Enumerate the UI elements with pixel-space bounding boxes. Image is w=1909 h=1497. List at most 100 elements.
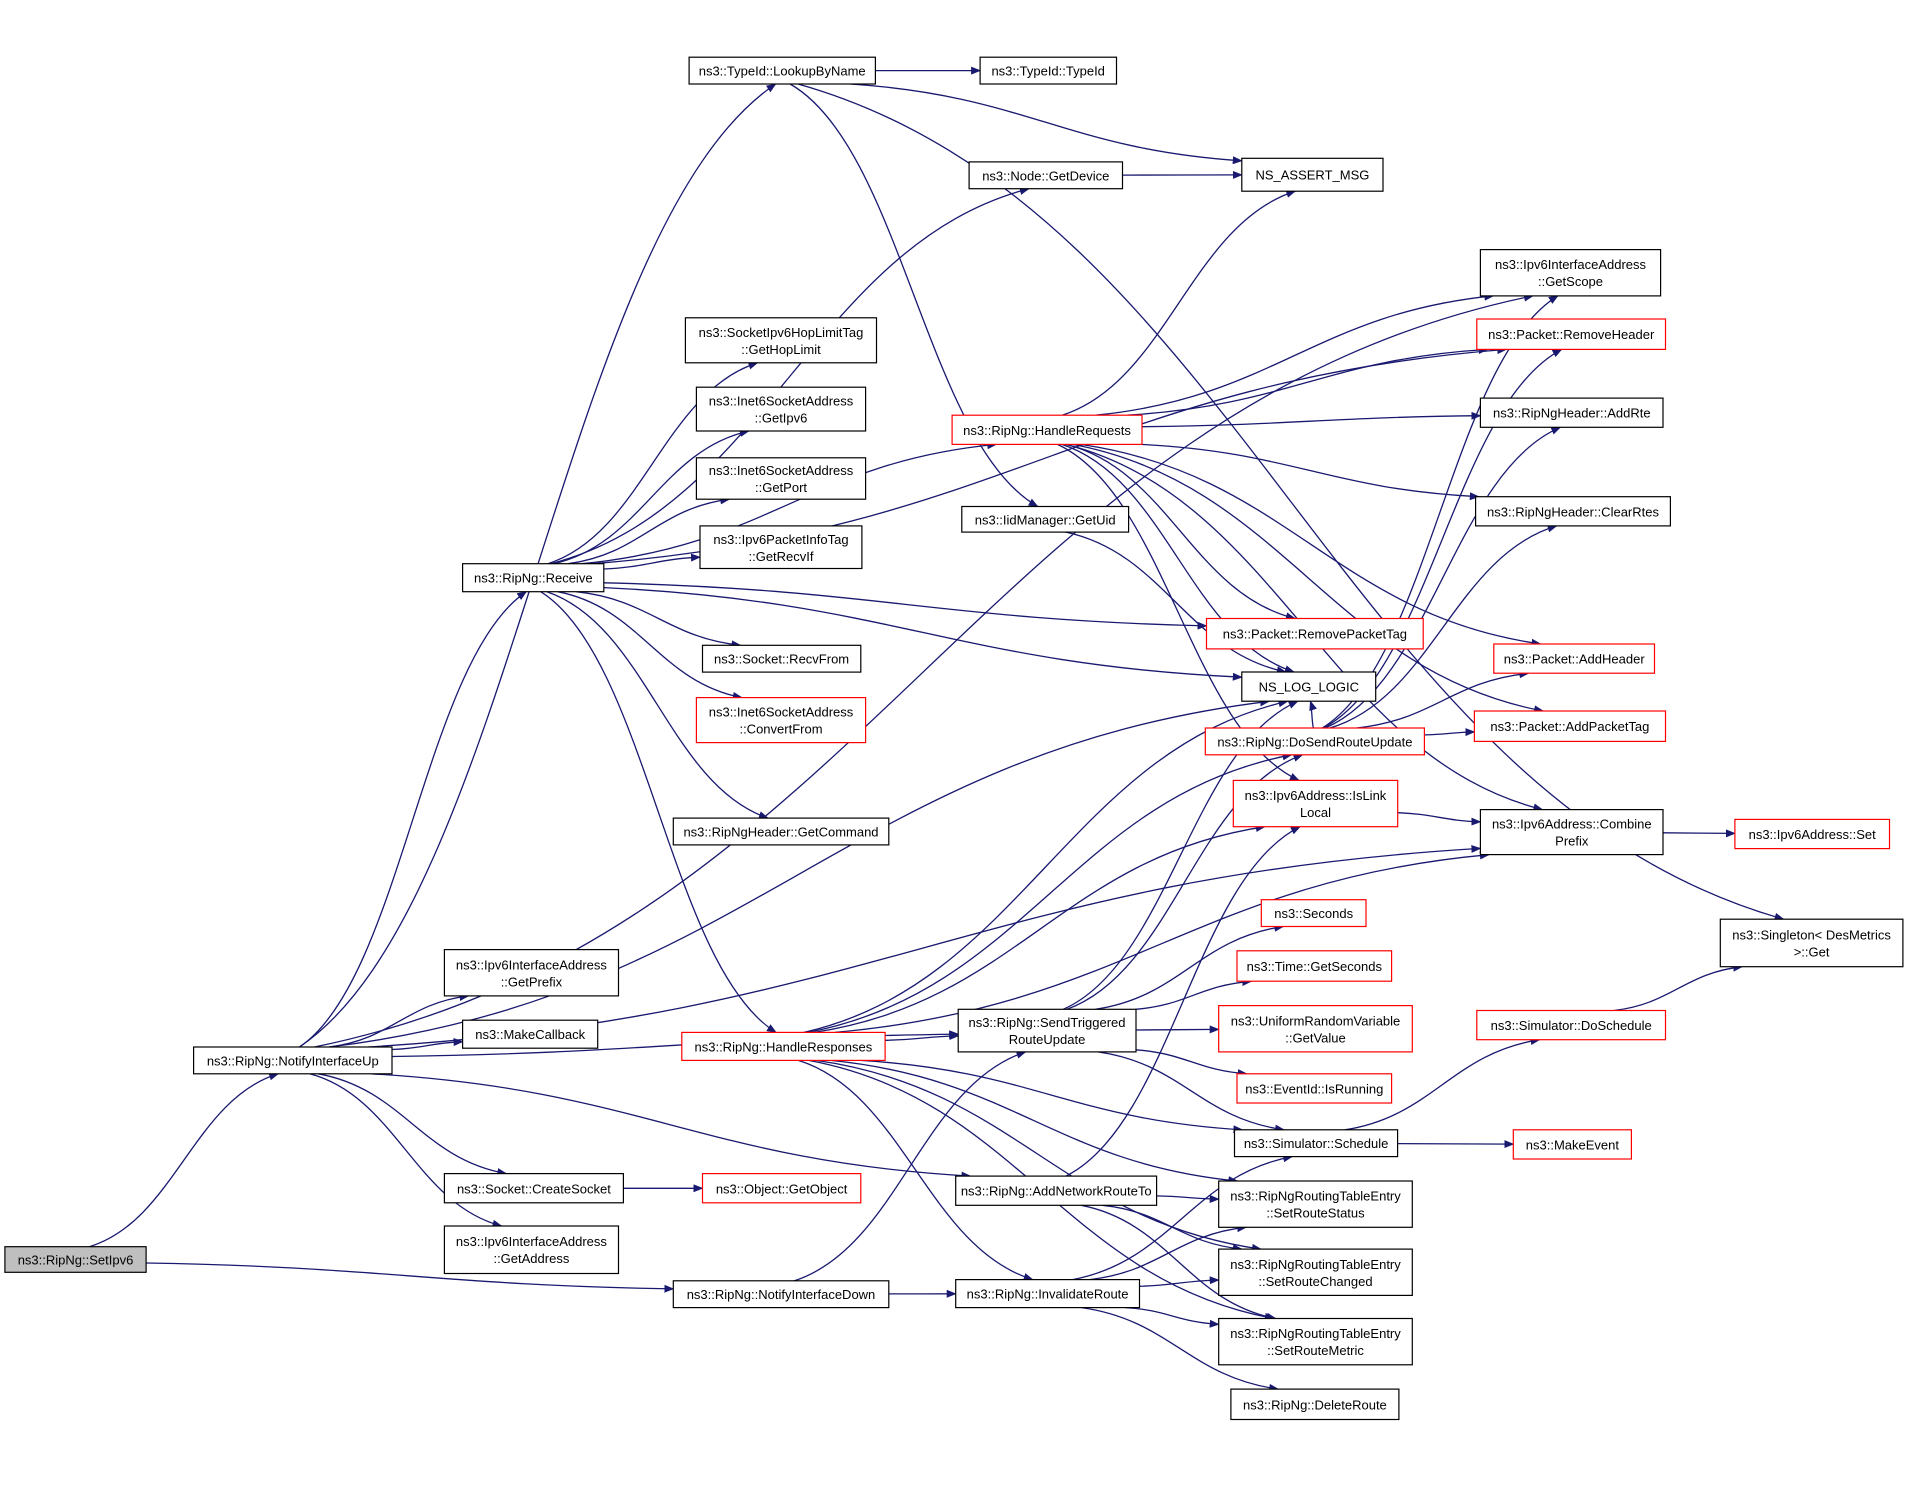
node-label: ns3::TypeId::LookupByName bbox=[699, 64, 866, 79]
function-node-singleton[interactable]: ns3::Singleton< DesMetrics>::Get bbox=[1719, 918, 1904, 968]
function-node-recvfrom[interactable]: ns3::Socket::RecvFrom bbox=[701, 644, 862, 673]
call-edge-dosend-to-addpackettag bbox=[1424, 728, 1476, 737]
node-label: ::SetRouteChanged bbox=[1258, 1274, 1372, 1289]
function-node-dosend[interactable]: ns3::RipNg::DoSendRouteUpdate bbox=[1204, 727, 1426, 756]
function-node-addnetroute[interactable]: ns3::RipNg::AddNetworkRouteTo bbox=[955, 1175, 1158, 1206]
node-label: ns3::RipNg::SendTriggered bbox=[968, 1015, 1125, 1030]
node-label: ns3::RipNgHeader::GetCommand bbox=[683, 825, 878, 840]
call-edge-setipv6-to-notifydown bbox=[146, 1262, 675, 1293]
call-edge-sendtrig-to-isrunning bbox=[1135, 1049, 1248, 1078]
function-node-timegetsec[interactable]: ns3::Time::GetSeconds bbox=[1236, 950, 1393, 982]
call-edge-notifydown-to-sendtrig bbox=[794, 1050, 1027, 1282]
function-node-getprefix[interactable]: ns3::Ipv6InterfaceAddress::GetPrefix bbox=[443, 948, 620, 997]
node-label: ns3::Packet::RemoveHeader bbox=[1488, 327, 1655, 342]
function-node-invalidate[interactable]: ns3::RipNg::InvalidateRoute bbox=[955, 1278, 1141, 1309]
node-box bbox=[1236, 950, 1393, 982]
function-node-nslog[interactable]: NS_LOG_LOGIC bbox=[1241, 671, 1377, 702]
node-label: ns3::Simulator::DoSchedule bbox=[1491, 1018, 1652, 1033]
function-node-assert[interactable]: NS_ASSERT_MSG bbox=[1241, 157, 1384, 192]
node-label: ns3::Ipv6InterfaceAddress bbox=[456, 957, 608, 972]
function-node-getcommand[interactable]: ns3::RipNgHeader::GetCommand bbox=[672, 817, 890, 846]
function-node-getipv6[interactable]: ns3::Inet6SocketAddress::GetIpv6 bbox=[695, 386, 867, 432]
function-node-schedule[interactable]: ns3::Simulator::Schedule bbox=[1233, 1129, 1399, 1158]
node-label: ns3::Ipv6Address::Set bbox=[1749, 827, 1877, 842]
node-label: ns3::Ipv6InterfaceAddress bbox=[456, 1234, 608, 1249]
node-label: ns3::RipNg::NotifyInterfaceUp bbox=[207, 1053, 379, 1068]
node-box bbox=[443, 1225, 620, 1275]
function-node-lookup[interactable]: ns3::TypeId::LookupByName bbox=[688, 56, 876, 85]
node-label: ::SetRouteMetric bbox=[1267, 1343, 1364, 1358]
function-node-getobject[interactable]: ns3::Object::GetObject bbox=[701, 1172, 862, 1204]
function-node-addheader[interactable]: ns3::Packet::AddHeader bbox=[1493, 643, 1656, 674]
node-box bbox=[1230, 1388, 1400, 1421]
function-node-doschedule[interactable]: ns3::Simulator::DoSchedule bbox=[1476, 1009, 1667, 1041]
function-node-uid[interactable]: ns3::IidManager::GetUid bbox=[961, 505, 1130, 533]
node-label: ns3::IidManager::GetUid bbox=[975, 512, 1116, 527]
function-node-makeevent[interactable]: ns3::MakeEvent bbox=[1512, 1129, 1633, 1160]
node-label: ::GetRecvIf bbox=[748, 549, 813, 564]
function-node-uniform[interactable]: ns3::UniformRandomVariable::GetValue bbox=[1218, 1004, 1413, 1053]
function-node-notifyup[interactable]: ns3::RipNg::NotifyInterfaceUp bbox=[193, 1046, 393, 1075]
call-edge-schedule-to-doschedule bbox=[1344, 1037, 1541, 1131]
node-label: ::GetAddress bbox=[493, 1251, 569, 1266]
node-label: ns3::RipNg::DeleteRoute bbox=[1243, 1397, 1387, 1412]
call-edge-invalidate-to-deleteroute bbox=[1081, 1306, 1280, 1392]
node-label: ns3::Ipv6PacketInfoTag bbox=[713, 532, 848, 547]
function-node-recvif[interactable]: ns3::Ipv6PacketInfoTag::GetRecvIf bbox=[699, 525, 863, 570]
call-edge-sendtrig-to-dosend bbox=[1066, 754, 1304, 1010]
node-label: ::GetPort bbox=[755, 480, 807, 495]
function-node-getdevice[interactable]: ns3::Node::GetDevice bbox=[968, 161, 1124, 190]
node-box bbox=[1204, 727, 1426, 756]
function-node-addrte[interactable]: ns3::RipNgHeader::AddRte bbox=[1479, 397, 1664, 428]
call-edge-dosend-to-clearrtes bbox=[1329, 524, 1558, 729]
call-edge-sendtrig-to-seconds bbox=[1095, 923, 1285, 1010]
node-label: ::GetValue bbox=[1285, 1030, 1345, 1045]
function-node-setstatus[interactable]: ns3::RipNgRoutingTableEntry::SetRouteSta… bbox=[1218, 1180, 1413, 1228]
node-label: ::ConvertFrom bbox=[739, 722, 822, 737]
function-node-removeheader[interactable]: ns3::Packet::RemoveHeader bbox=[1476, 318, 1667, 350]
node-box bbox=[462, 563, 605, 593]
function-node-receive[interactable]: ns3::RipNg::Receive bbox=[462, 563, 605, 593]
function-node-handleresp[interactable]: ns3::RipNg::HandleResponses bbox=[681, 1031, 886, 1062]
function-node-clearrtes[interactable]: ns3::RipNgHeader::ClearRtes bbox=[1474, 496, 1671, 527]
node-box bbox=[684, 317, 878, 364]
node-label: ns3::Inet6SocketAddress bbox=[709, 394, 854, 409]
function-node-removepackettag[interactable]: ns3::Packet::RemovePacketTag bbox=[1205, 617, 1424, 650]
call-edge-handlereq-to-removeheader bbox=[1127, 345, 1489, 416]
function-node-getport[interactable]: ns3::Inet6SocketAddress::GetPort bbox=[695, 457, 867, 500]
node-label: ns3::Packet::RemovePacketTag bbox=[1223, 627, 1407, 642]
call-edge-receive-to-convertfrom bbox=[557, 591, 743, 700]
function-node-makecallback[interactable]: ns3::MakeCallback bbox=[462, 1019, 599, 1049]
function-node-getscope[interactable]: ns3::Ipv6InterfaceAddress::GetScope bbox=[1479, 249, 1662, 297]
function-node-seconds[interactable]: ns3::Seconds bbox=[1260, 899, 1367, 928]
function-node-typeid[interactable]: ns3::TypeId::TypeId bbox=[979, 56, 1118, 85]
function-node-addpackettag[interactable]: ns3::Packet::AddPacketTag bbox=[1473, 710, 1667, 742]
node-label: ::GetHopLimit bbox=[741, 342, 821, 357]
call-edge-receive-to-getport bbox=[568, 496, 731, 565]
function-node-setmetric[interactable]: ns3::RipNgRoutingTableEntry::SetRouteMet… bbox=[1218, 1317, 1413, 1366]
node-label: ns3::Ipv6Address::Combine bbox=[1492, 817, 1652, 832]
function-node-setchanged[interactable]: ns3::RipNgRoutingTableEntry::SetRouteCha… bbox=[1218, 1248, 1413, 1296]
function-node-deleteroute[interactable]: ns3::RipNg::DeleteRoute bbox=[1230, 1388, 1400, 1421]
node-label: ns3::Singleton< DesMetrics bbox=[1732, 927, 1891, 942]
function-node-getaddress[interactable]: ns3::Ipv6InterfaceAddress::GetAddress bbox=[443, 1225, 620, 1275]
function-node-handlereq[interactable]: ns3::RipNg::HandleRequests bbox=[951, 414, 1143, 446]
function-node-isrunning[interactable]: ns3::EventId::IsRunning bbox=[1236, 1073, 1393, 1104]
function-node-convertfrom[interactable]: ns3::Inet6SocketAddress::ConvertFrom bbox=[695, 696, 867, 744]
function-node-createsocket[interactable]: ns3::Socket::CreateSocket bbox=[443, 1172, 624, 1204]
call-edge-notifyup-to-addnetroute bbox=[371, 1073, 972, 1180]
function-node-set[interactable]: ns3::Ipv6Address::Set bbox=[1734, 818, 1891, 850]
node-label: RouteUpdate bbox=[1009, 1032, 1086, 1047]
function-node-notifydown[interactable]: ns3::RipNg::NotifyInterfaceDown bbox=[672, 1280, 890, 1309]
call-edge-invalidate-to-schedule bbox=[1072, 1154, 1294, 1281]
node-box bbox=[1479, 249, 1662, 297]
call-edge-handleresp-to-schedule bbox=[860, 1059, 1244, 1134]
node-label: ns3::RipNg::HandleRequests bbox=[963, 423, 1131, 438]
function-node-hoplimit[interactable]: ns3::SocketIpv6HopLimitTag::GetHopLimit bbox=[684, 317, 878, 364]
node-box bbox=[1236, 1073, 1393, 1104]
node-box bbox=[1232, 779, 1399, 828]
function-node-setipv6[interactable]: ns3::RipNg::SetIpv6 bbox=[4, 1246, 147, 1273]
